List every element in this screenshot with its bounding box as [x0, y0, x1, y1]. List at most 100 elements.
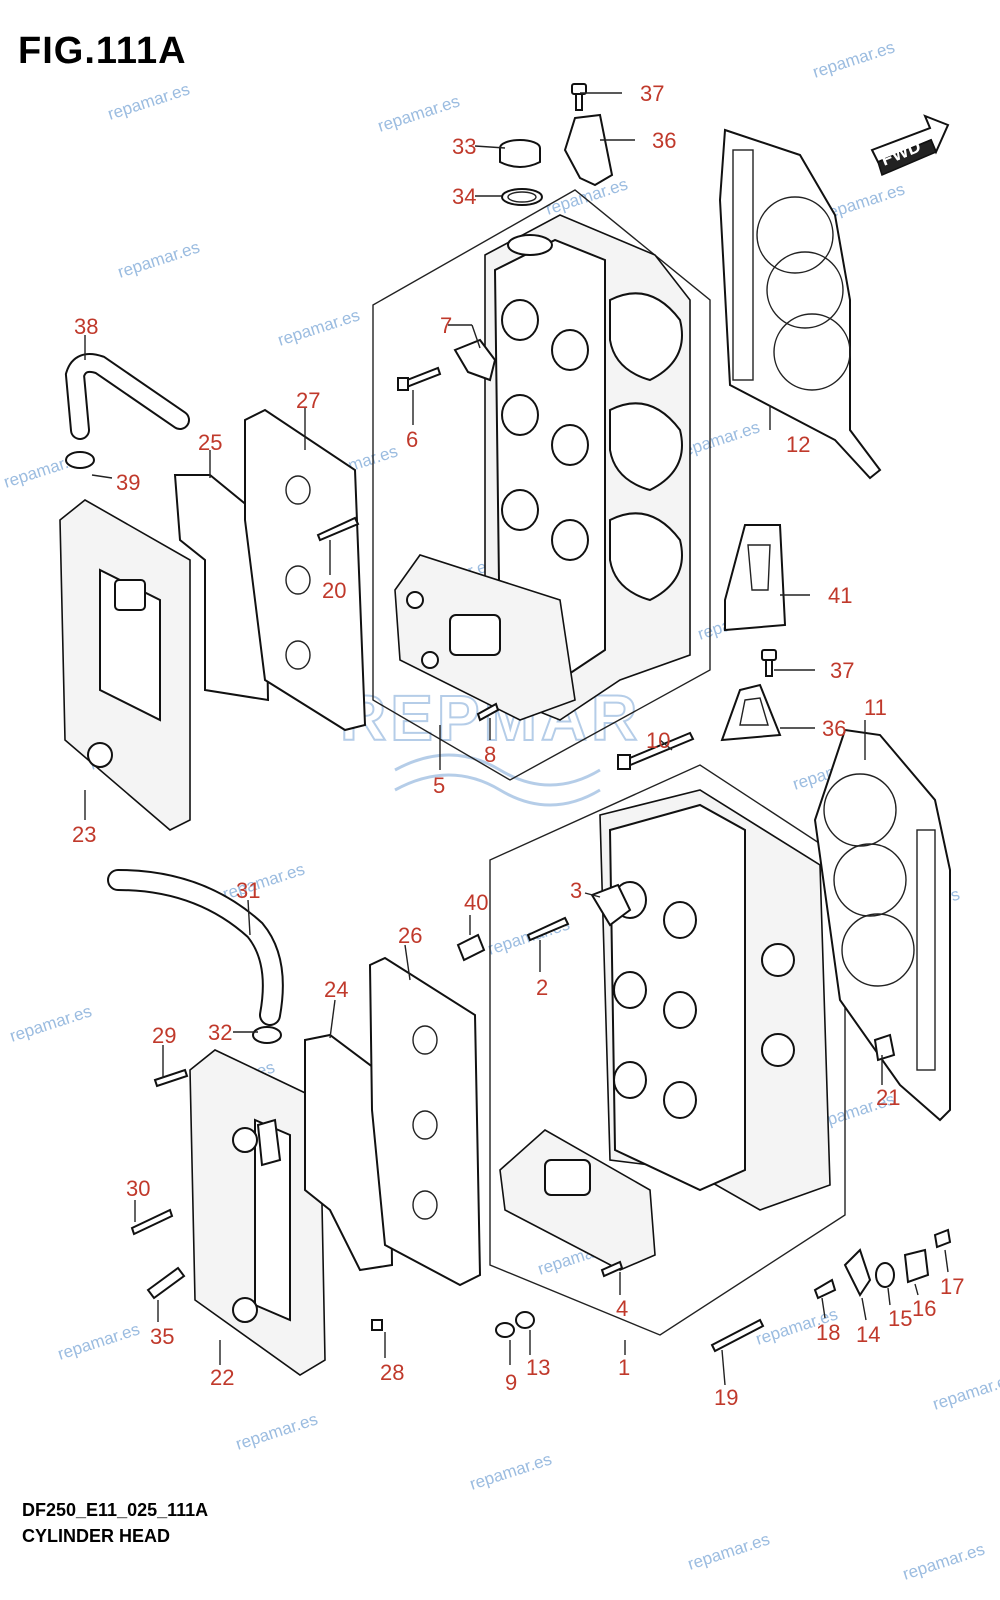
- part-27-gasket: [244, 408, 367, 732]
- part-41-bracket: [724, 524, 787, 632]
- watermark: repamar.es: [233, 1409, 320, 1453]
- part-27-hole: [285, 640, 311, 670]
- callout-36: 36: [652, 128, 676, 153]
- callout-16: 16: [912, 1296, 936, 1321]
- figure-name: CYLINDER HEAD: [22, 1526, 171, 1546]
- exhaust-port: [609, 512, 683, 602]
- lower-head-manifold: [499, 1129, 656, 1271]
- watermark: repamar.es: [115, 237, 202, 281]
- callout-8: 8: [484, 742, 496, 767]
- watermark: repamar.es: [810, 37, 897, 81]
- callout-28: 28: [380, 1360, 404, 1385]
- watermark: repamar.es: [7, 1001, 94, 1045]
- callout-32: 32: [208, 1020, 232, 1045]
- callout-6: 6: [406, 427, 418, 452]
- part-36-hanger-lower: [720, 683, 782, 742]
- callout-27: 27: [296, 388, 320, 413]
- part-18-bolt: [813, 1278, 837, 1300]
- callout-39: 39: [116, 470, 140, 495]
- callout-3: 3: [570, 878, 582, 903]
- callout-37: 37: [640, 81, 664, 106]
- figure-title: FIG.111A: [18, 30, 187, 72]
- callout-18: 18: [816, 1320, 840, 1345]
- callout-17: 17: [940, 1274, 964, 1299]
- part-36-slot: [739, 697, 769, 726]
- callout-1: 1: [618, 1355, 630, 1380]
- callout-7: 7: [440, 313, 452, 338]
- part-38-hose: [66, 355, 188, 438]
- callout-37: 37: [830, 658, 854, 683]
- watermark: repamar.es: [930, 1369, 1000, 1413]
- part-12-gasket: [718, 128, 882, 480]
- logo-wave: [394, 773, 601, 807]
- part-34-o-ring-inner: [507, 191, 537, 203]
- gasket-12-bore: [773, 313, 851, 391]
- callout-24: 24: [324, 977, 348, 1002]
- watermark: repamar.es: [685, 1529, 772, 1573]
- oil-filler-port: [507, 234, 553, 256]
- callout-38: 38: [74, 314, 98, 339]
- left-upper-parts: [59, 353, 787, 831]
- callout-13: 13: [526, 1355, 550, 1380]
- leader-lines: [84, 92, 949, 1386]
- part-8-bolt: [476, 702, 500, 722]
- part-26-hole: [412, 1110, 438, 1140]
- watermark: repamar.es: [105, 79, 192, 123]
- callout-31: 31: [236, 878, 260, 903]
- coolant-port: [761, 943, 795, 977]
- cam-journal: [613, 971, 647, 1009]
- part-26-hole: [412, 1025, 438, 1055]
- callout-9: 9: [505, 1370, 517, 1395]
- callout-10: 10: [646, 728, 670, 753]
- watermark: repamar.es: [900, 1539, 987, 1583]
- part-27-hole: [285, 565, 311, 595]
- part-15-o-ring: [875, 1262, 895, 1288]
- part-33-cap-body: [499, 148, 541, 168]
- callout-41: 41: [828, 583, 852, 608]
- part-4-bolt: [600, 1260, 624, 1278]
- part-3-bracket: [590, 883, 632, 927]
- coolant-port: [761, 1033, 795, 1067]
- cam-journal: [551, 424, 589, 466]
- cam-journal: [663, 1081, 697, 1119]
- part-7-bracket: [453, 338, 497, 382]
- part-20-bolt: [316, 516, 360, 542]
- part-41-slot: [747, 544, 771, 591]
- callout-12: 12: [786, 432, 810, 457]
- part-37-bolt-shank-lower: [765, 659, 773, 677]
- callout-15: 15: [888, 1306, 912, 1331]
- callout-5: 5: [433, 773, 445, 798]
- part-9-plug: [495, 1322, 515, 1338]
- part-30-bolt: [130, 1208, 174, 1236]
- watermark: repamar.es: [467, 1449, 554, 1493]
- part-22-spigot: [256, 1118, 282, 1167]
- fwd-arrow-icon: FWD: [870, 114, 950, 177]
- part-10-bolt-head: [617, 754, 631, 770]
- exhaust-port: [609, 292, 683, 382]
- part-27-hole: [285, 475, 311, 505]
- cam-journal: [501, 489, 539, 531]
- watermark: repamar.es: [375, 91, 462, 135]
- callouts: 37 36 33 34 7 6 38 39 25 27 20 12 41 37 …: [72, 81, 964, 1410]
- manifold-bolt-hole: [421, 651, 439, 669]
- gasket-11-passage: [916, 829, 936, 1071]
- callout-25: 25: [198, 430, 222, 455]
- callout-14: 14: [856, 1322, 880, 1347]
- part-14-flange: [843, 1248, 872, 1297]
- callout-26: 26: [398, 923, 422, 948]
- exhaust-port: [609, 402, 683, 492]
- upper-head-group: [372, 189, 711, 781]
- callout-29: 29: [152, 1023, 176, 1048]
- part-13-washer: [515, 1311, 535, 1329]
- part-2-bolt: [526, 916, 570, 942]
- part-17-bolt: [933, 1228, 952, 1249]
- watermark: repamar.es: [275, 305, 362, 349]
- part-31-hose: [109, 871, 282, 1024]
- callout-23: 23: [72, 822, 96, 847]
- gasket-11-outline: [813, 728, 951, 1122]
- cam-journal: [501, 394, 539, 436]
- callout-35: 35: [150, 1324, 174, 1349]
- callout-11: 11: [864, 695, 887, 720]
- part-19-bolt: [710, 1318, 765, 1353]
